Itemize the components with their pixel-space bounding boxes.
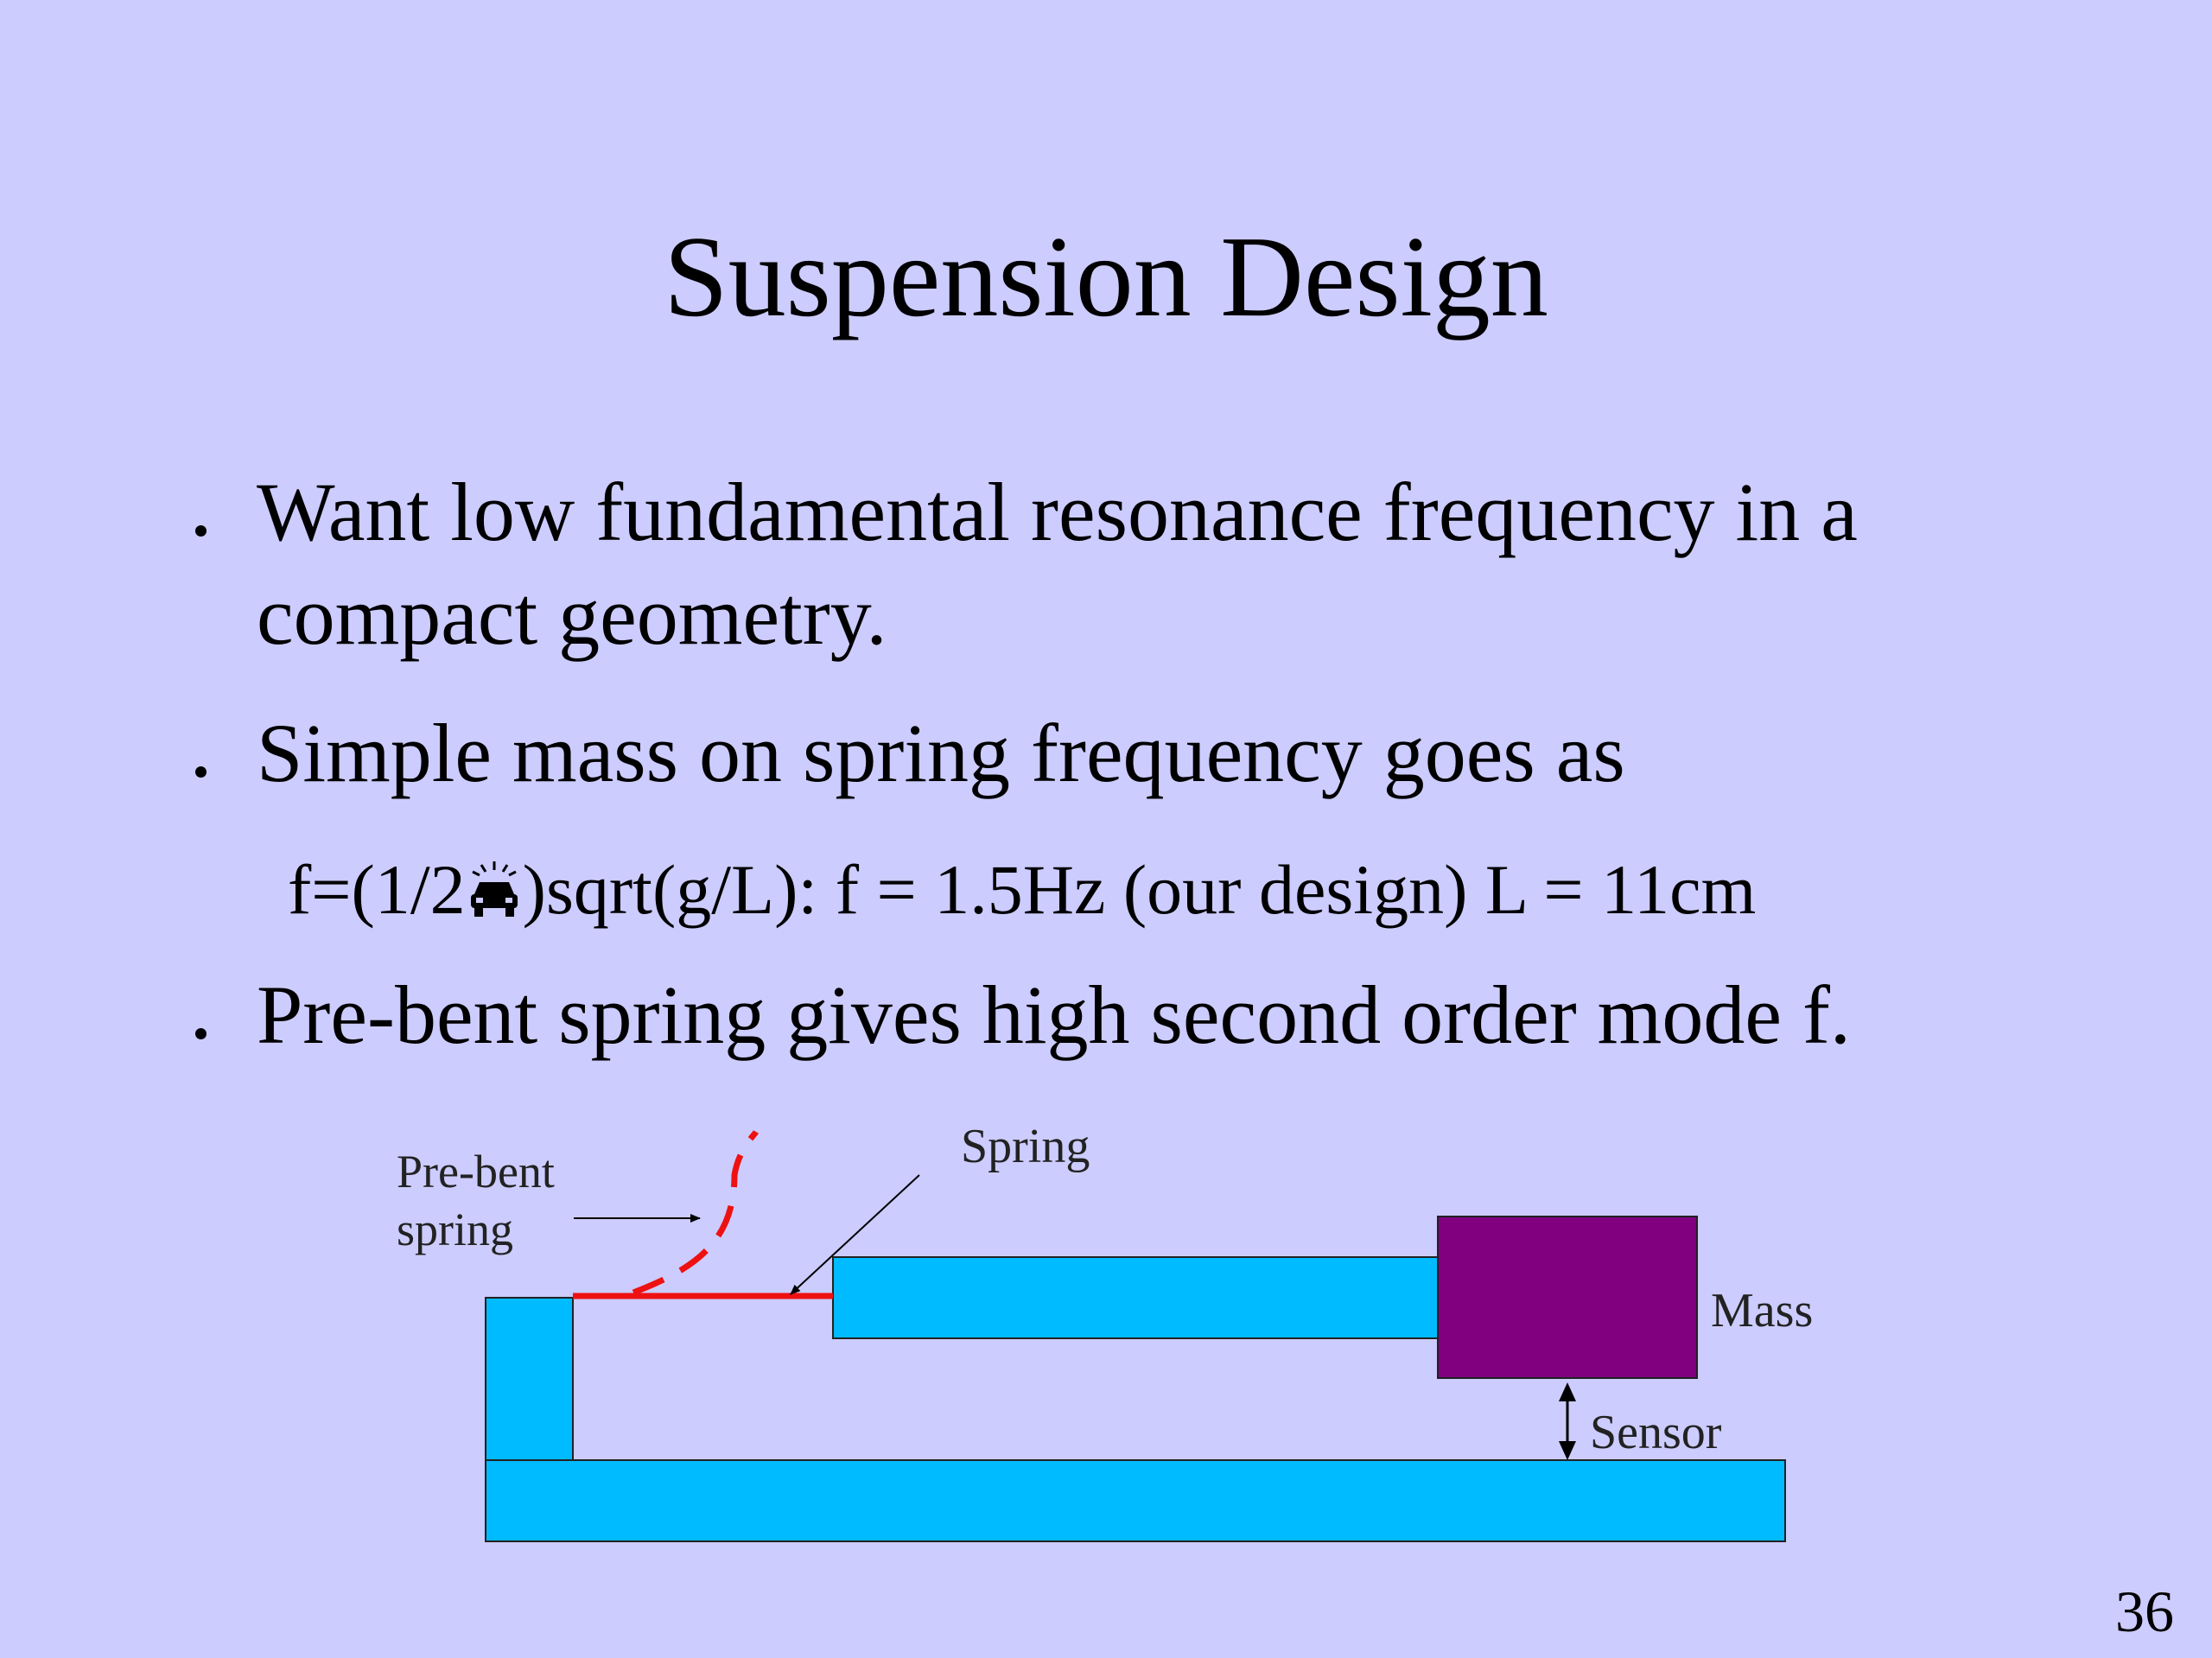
car-glyph-icon <box>470 861 518 917</box>
formula-prefix: f=(1/2 <box>288 850 466 929</box>
formula-suffix: )sqrt(g/L): f = 1.5Hz (our design) L = 1… <box>522 850 1757 929</box>
sensor-label: Sensor <box>1590 1406 1722 1459</box>
bullet-dot <box>195 525 207 537</box>
bullet-dot <box>195 766 207 778</box>
sensor-arrow-up <box>1559 1382 1576 1401</box>
page-number: 36 <box>2115 1579 2174 1644</box>
base-beam <box>485 1459 1786 1542</box>
prebent-spring-curve <box>632 1129 759 1296</box>
bullet-3-line-1: Pre-bent spring gives high second order … <box>257 969 1851 1061</box>
bullet-1-line-1: Want low fundamental resonance frequency… <box>257 466 1858 558</box>
spring-arrow <box>790 1174 920 1295</box>
suspended-arm <box>832 1256 1439 1339</box>
formula-line: f=(1/2 )sqrt(g/L): f = 1.5Hz (our design… <box>288 842 1756 937</box>
bullet-1-line-2: compact geometry. <box>257 569 887 662</box>
support-post <box>485 1297 574 1461</box>
sensor-arrow-down <box>1559 1441 1576 1460</box>
slide-title: Suspension Design <box>664 213 1548 340</box>
bullet-dot <box>195 1028 207 1039</box>
bullet-2-line-1: Simple mass on spring frequency goes as <box>257 707 1625 799</box>
prebent-label-line-2: spring <box>397 1204 513 1255</box>
spring-label: Spring <box>961 1120 1090 1173</box>
prebent-label-line-1: Pre-bent <box>397 1146 555 1197</box>
mass-block <box>1437 1216 1698 1379</box>
mass-label: Mass <box>1711 1284 1813 1337</box>
